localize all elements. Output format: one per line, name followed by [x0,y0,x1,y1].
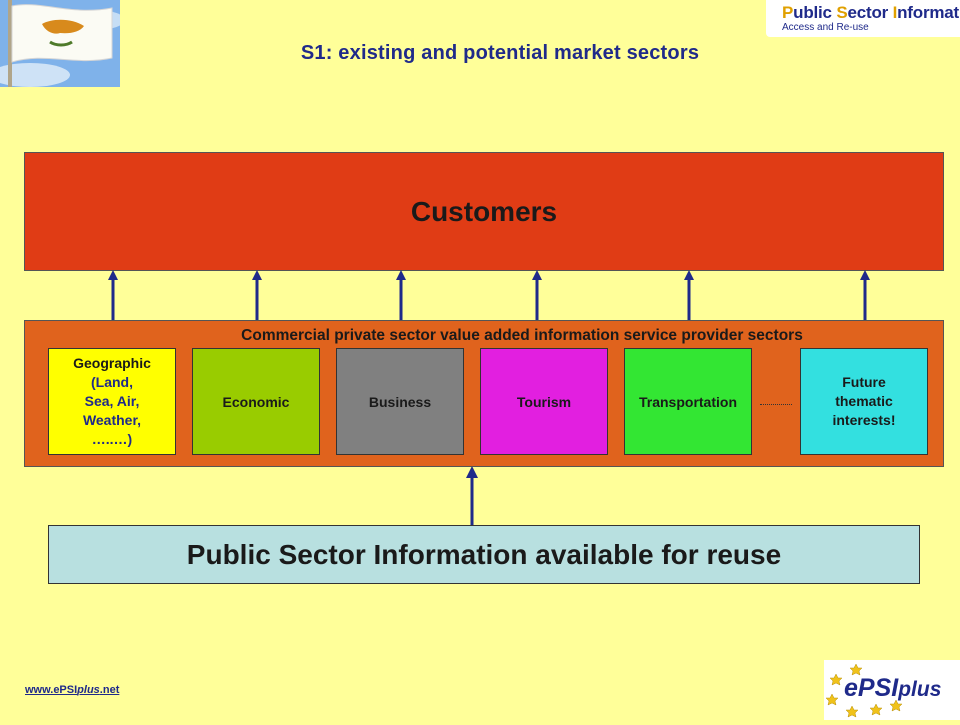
arrowhead-icon [396,270,406,280]
epsi-logo-psi: PSI [858,674,899,702]
sector-tourism: Tourism [480,348,608,455]
sector-transportation: Transportation [624,348,752,455]
epsiplus-logo: ePSIplus [824,660,960,720]
cyprus-flag-icon [0,0,120,87]
star-icon [889,699,903,712]
psi-reuse-label: Public Sector Information available for … [186,538,782,570]
sector-geographic-line: (Land, [91,374,133,390]
arrowhead-icon [252,270,262,280]
customers-box: Customers [24,152,944,271]
psi-logo-subtitle: Access and Re-use [782,22,869,33]
sector-economic: Economic [192,348,320,455]
epsi-logo-plus: plus [897,678,941,701]
provider-sectors-label: Commercial private sector value added in… [241,327,803,344]
sector-geographic: Geographic (Land, Sea, Air, Weather, …..… [48,348,176,455]
sector-future-line: interests! [832,412,896,428]
ellipsis-connector [760,404,792,405]
sector-future-line: Future [842,374,886,390]
sector-geographic-line: Sea, Air, [84,393,140,409]
sector-geographic-label: Geographic [73,355,151,371]
psi-reuse-box: Public Sector Information available for … [48,525,920,584]
sector-geographic-line: …..…) [91,431,133,447]
epsi-logo-e: e [844,674,858,702]
page-title: S1: existing and potential market sector… [300,42,700,64]
sector-future-line: thematic [835,393,893,409]
star-icon [829,673,843,686]
sector-transportation-label: Transportation [638,393,737,410]
star-icon [845,705,859,718]
sector-business-label: Business [368,393,432,410]
sector-business: Business [336,348,464,455]
sector-future: Future thematic interests! [800,348,928,455]
star-icon [825,693,839,706]
sector-tourism-label: Tourism [516,393,572,410]
sector-economic-label: Economic [222,393,290,410]
arrowhead-icon [860,270,870,280]
arrowhead-icon [108,270,118,280]
svg-text:ePSIplus: ePSIplus [844,674,941,702]
footer-link[interactable]: www.ePSIplus.net [25,684,120,696]
arrowhead-icon [532,270,542,280]
customers-label: Customers [410,195,558,227]
sector-geographic-line: Weather, [82,412,142,428]
psi-logo-text: Public Sector Information [782,3,960,22]
star-icon [849,663,863,676]
psi-logo: Public Sector Information Access and Re-… [766,0,960,37]
arrowhead-icon [684,270,694,280]
arrowhead-icon [466,466,478,478]
star-icon [869,703,883,716]
